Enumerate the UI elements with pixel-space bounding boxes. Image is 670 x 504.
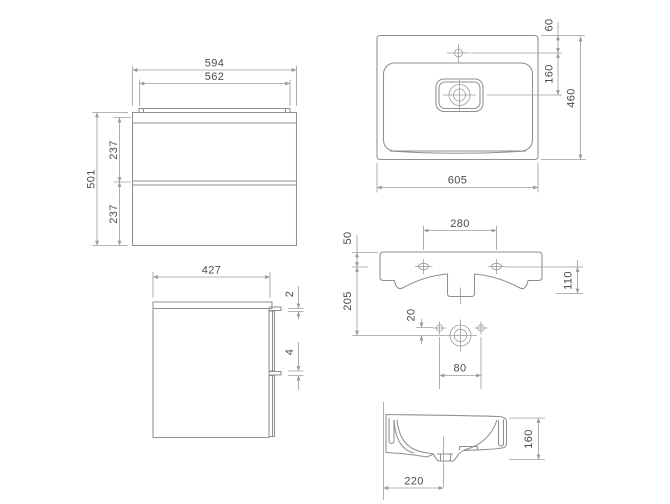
hanging-bracket-upper bbox=[269, 306, 282, 312]
dim-label-220: 220 bbox=[404, 476, 424, 488]
dim-height-160: 160 bbox=[509, 417, 545, 460]
dim-label-4: 4 bbox=[284, 349, 296, 356]
dim-rail-width-562: 562 bbox=[139, 71, 291, 106]
basin-bowl-edge bbox=[382, 62, 534, 152]
dim-label-2: 2 bbox=[284, 291, 296, 298]
dim-overall-height-501: 501 bbox=[86, 112, 128, 246]
basin-bowl-bottom-curve bbox=[389, 150, 527, 154]
drawer-front-upper-edge bbox=[269, 310, 276, 372]
basin-section-outline bbox=[385, 413, 508, 462]
drain-detail-view: 20 80 bbox=[352, 308, 488, 389]
dim-rim-to-tap-60: 60 bbox=[471, 18, 585, 96]
dim-lower-drawer-237: 237 bbox=[108, 181, 131, 246]
dim-top-gap-2: 2 bbox=[284, 286, 304, 320]
dim-label-237-upper: 237 bbox=[108, 140, 120, 160]
rim-hollow-right bbox=[497, 419, 505, 447]
dim-label-205: 205 bbox=[342, 291, 354, 311]
dim-label-280: 280 bbox=[450, 218, 470, 230]
dim-hole-spacing-280: 280 bbox=[423, 218, 497, 250]
dim-rim-to-holes-50: 50 bbox=[342, 231, 378, 268]
dim-label-160-side: 160 bbox=[523, 429, 535, 449]
dim-label-110: 110 bbox=[563, 271, 575, 290]
dim-label-501: 501 bbox=[86, 169, 98, 189]
cabinet-hanging-rail bbox=[138, 107, 291, 112]
dim-label-160-top: 160 bbox=[544, 64, 556, 84]
bowl-profile bbox=[396, 419, 498, 455]
drain-trap-detail bbox=[437, 445, 479, 461]
dim-label-237-lower: 237 bbox=[108, 204, 120, 224]
dim-label-427: 427 bbox=[202, 265, 222, 277]
cabinet-body bbox=[131, 111, 298, 247]
basin-back-outline bbox=[379, 251, 543, 298]
cabinet-front-view: 594 562 501 237 237 bbox=[86, 58, 298, 247]
dim-overflow-spacing-80: 80 bbox=[439, 337, 482, 389]
dim-tap-to-drain-160: 160 bbox=[544, 52, 560, 96]
dim-label-562: 562 bbox=[205, 71, 225, 83]
dim-holes-to-drain-205: 205 bbox=[342, 266, 359, 336]
washbasin-back-view: 280 50 205 110 bbox=[342, 218, 583, 336]
dim-upper-drawer-237: 237 bbox=[108, 117, 131, 183]
basin-outer-rim bbox=[376, 34, 539, 161]
hanging-bracket-lower bbox=[269, 370, 282, 376]
drawer-gap-lines bbox=[132, 180, 297, 186]
cabinet-carcass bbox=[152, 308, 270, 439]
fixing-hole-right bbox=[488, 259, 506, 274]
dim-label-605: 605 bbox=[448, 175, 468, 187]
dim-label-594: 594 bbox=[205, 58, 225, 70]
drain-hole bbox=[449, 319, 472, 352]
tap-hole-crosshair bbox=[447, 44, 470, 63]
dim-overflow-offset-20: 20 bbox=[406, 308, 433, 344]
dim-overall-width-594: 594 bbox=[132, 58, 297, 106]
dim-holes-to-recess-110: 110 bbox=[505, 260, 583, 294]
dim-depth-427: 427 bbox=[152, 265, 271, 298]
dim-label-20: 20 bbox=[406, 308, 418, 321]
cabinet-top-panel bbox=[152, 301, 273, 310]
drain-outlet bbox=[435, 78, 484, 113]
fixing-hole-left bbox=[415, 259, 433, 274]
dim-overall-width-605: 605 bbox=[376, 163, 539, 193]
rim-hollow-left bbox=[388, 418, 395, 445]
dim-label-80: 80 bbox=[453, 363, 466, 375]
drawer-front-lower-edge bbox=[269, 374, 276, 438]
overflow-hole-right bbox=[474, 321, 488, 335]
dim-drawer-gap-4: 4 bbox=[284, 342, 304, 390]
dim-label-460: 460 bbox=[566, 88, 578, 108]
washbasin-side-section: 220 160 bbox=[383, 402, 545, 500]
dim-overall-depth-460: 460 bbox=[541, 36, 586, 160]
dim-label-50: 50 bbox=[342, 231, 354, 244]
overflow-hole-left bbox=[433, 321, 446, 335]
dim-back-to-drain-220: 220 bbox=[383, 476, 444, 490]
dim-label-60: 60 bbox=[544, 18, 556, 31]
cabinet-side-view: 427 2 4 bbox=[152, 265, 304, 439]
bowl-wall-inner-line bbox=[393, 419, 415, 454]
washbasin-top-view: 60 160 460 605 bbox=[376, 18, 586, 193]
